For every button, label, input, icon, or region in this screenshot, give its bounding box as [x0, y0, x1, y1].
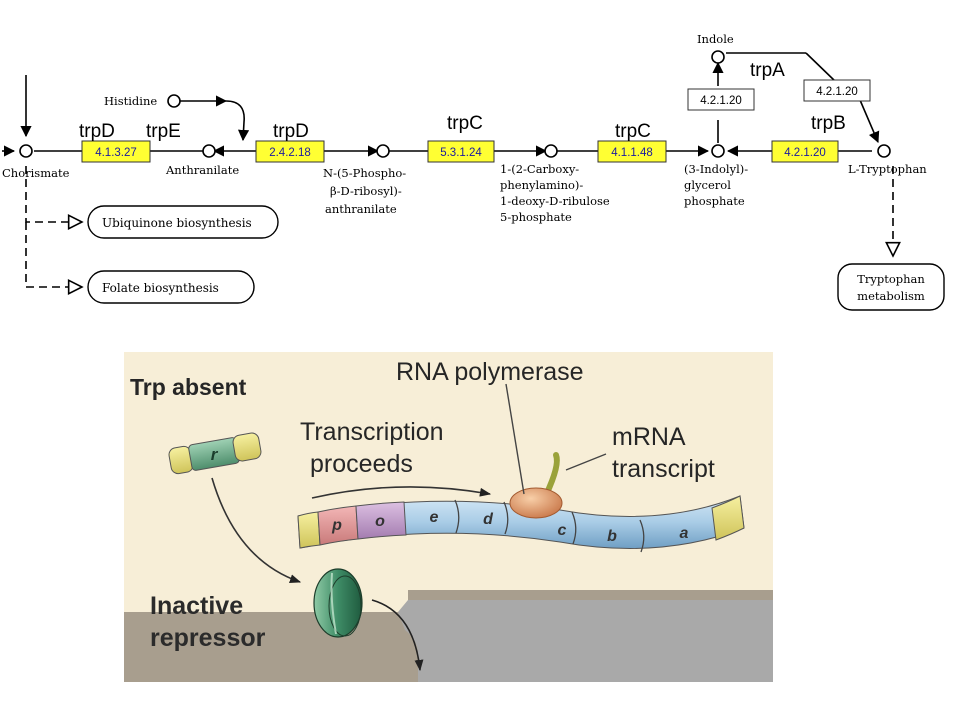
repressor-release-arrow [371, 599, 424, 672]
label-igp-2: glycerol [684, 178, 731, 192]
gene-trpC-2: trpC [615, 121, 651, 142]
label-igp-3: phosphate [684, 194, 745, 208]
label-cdrp-3: 1-deoxy-D-ribulose [500, 194, 610, 208]
gene-o: o [375, 513, 385, 530]
ubiquinone-box[interactable] [87, 205, 279, 239]
enzyme-label-3: 5.3.1.24 [440, 147, 482, 159]
regulator-gene: r [168, 432, 262, 475]
node-anthranilate [202, 144, 216, 158]
enzyme-label-6: 4.2.1.20 [816, 86, 858, 98]
enzyme-label-4: 4.1.1.48 [611, 147, 653, 159]
polymerase-pointer [505, 383, 525, 495]
label-anthranilate: Anthranilate [165, 163, 239, 177]
enzyme-label-2: 2.4.2.18 [269, 147, 311, 159]
label-igp-1: (3-Indolyl)- [684, 162, 748, 176]
enzyme-box-7[interactable] [771, 140, 839, 163]
folate-box[interactable] [87, 270, 255, 304]
transcription-arrow [311, 486, 492, 499]
gene-trpB: trpB [811, 113, 846, 134]
node-prpa [376, 144, 390, 158]
regulator-gene-label: r [211, 445, 219, 464]
trp-operon-dna: p o e d c b a [297, 495, 745, 553]
gene-a: a [680, 525, 689, 542]
ground-cutaway [398, 600, 773, 682]
rna-polymerase [509, 452, 563, 519]
mrna-label-2: transcript [612, 455, 715, 483]
node-histidine [167, 94, 181, 108]
compound-nodes [19, 50, 891, 158]
regulator-to-repressor-arrow [211, 477, 302, 583]
enzyme-box-4[interactable] [597, 140, 667, 163]
enzyme-label-7: 4.2.1.20 [784, 147, 826, 159]
node-chorismate [19, 144, 33, 158]
label-histidine: Histidine [104, 94, 157, 108]
gene-trpC-1: trpC [447, 113, 483, 134]
gene-c: c [558, 522, 567, 539]
label-prpa-3: anthranilate [325, 202, 397, 216]
gene-d: d [483, 511, 494, 528]
ubiquinone-label: Ubiquinone biosynthesis [102, 216, 252, 230]
node-tryptophan [877, 144, 891, 158]
trp-metabolism-box[interactable] [837, 263, 945, 311]
label-cdrp-2: phenylamino)- [500, 178, 583, 192]
enzyme-box-3[interactable] [427, 140, 495, 163]
label-indole: Indole [697, 32, 734, 46]
enzyme-box-2[interactable] [255, 140, 325, 163]
enzyme-box-6[interactable] [803, 79, 871, 102]
gene-trpA: trpA [750, 60, 785, 81]
trp-pathway-diagram: Chorismate Histidine Anthranilate N-(5-P… [2, 32, 945, 311]
enzyme-boxes [81, 79, 871, 163]
label-prpa-2: β-D-ribosyl)- [330, 184, 402, 198]
gene-b: b [607, 528, 617, 545]
node-igp [711, 144, 725, 158]
operon-panel [124, 352, 773, 682]
rna-polymerase-label: RNA polymerase [396, 358, 584, 386]
inactive-repressor [313, 568, 363, 638]
label-prpa-1: N-(5-Phospho- [323, 166, 406, 180]
node-cdrp [544, 144, 558, 158]
repressor-label-2: repressor [150, 624, 266, 652]
enzyme-label-1: 4.1.3.27 [95, 147, 137, 159]
label-cdrp-4: 5-phosphate [500, 210, 572, 224]
repressor-label-1: Inactive [150, 592, 243, 620]
gene-p: p [331, 517, 342, 534]
enzyme-box-5[interactable] [687, 88, 755, 111]
condition-title: Trp absent [130, 374, 247, 400]
enzyme-box-1[interactable] [81, 140, 151, 163]
pathway-backbone [2, 52, 893, 287]
transcription-label-1: Transcription [300, 418, 444, 446]
label-tryptophan: L-Tryptophan [848, 162, 927, 176]
linked-pathways: Ubiquinone biosynthesis Folate biosynthe… [87, 205, 945, 311]
node-indole [711, 50, 725, 64]
gene-trpD-1: trpD [79, 121, 115, 142]
gene-trpD-2: trpD [273, 121, 309, 142]
gene-trpE: trpE [146, 121, 181, 142]
trp-metabolism-label-1: Tryptophan [857, 272, 925, 286]
mrna-label-1: mRNA [612, 423, 686, 451]
ground-surface [124, 590, 773, 682]
transcription-label-2: proceeds [310, 450, 413, 478]
folate-label: Folate biosynthesis [102, 281, 219, 295]
enzyme-label-5: 4.2.1.20 [700, 95, 742, 107]
gene-e: e [430, 509, 439, 526]
label-chorismate: Chorismate [2, 166, 70, 180]
label-cdrp-1: 1-(2-Carboxy- [500, 162, 579, 176]
trp-metabolism-label-2: metabolism [857, 289, 925, 303]
mrna-pointer [565, 453, 607, 471]
